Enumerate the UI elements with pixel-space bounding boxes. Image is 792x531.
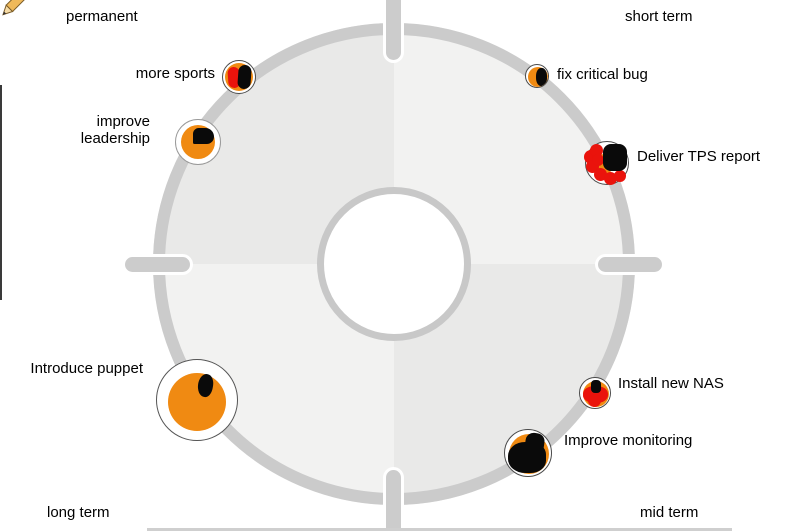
- goal-label-deliver-tps-report[interactable]: Deliver TPS report: [637, 148, 761, 165]
- pencil-icon: [2, 0, 26, 16]
- goal-badge-improve-monitoring[interactable]: [504, 429, 552, 477]
- goal-label-introduce-puppet[interactable]: Introduce puppet: [30, 360, 143, 377]
- orange-marker-icon: [168, 373, 226, 431]
- wheel-center-hub: [317, 187, 471, 341]
- red-scribble-icon: [594, 168, 607, 181]
- spoke-bottom: [386, 470, 401, 531]
- red-scribble-icon: [604, 172, 617, 185]
- quadrant-label-permanent: permanent: [66, 8, 138, 25]
- goal-badge-improve-leadership[interactable]: [175, 119, 221, 165]
- goal-label-install-new-nas[interactable]: Install new NAS: [618, 375, 724, 392]
- canvas-left-edge: [0, 85, 2, 300]
- spoke-left: [125, 257, 190, 272]
- goal-label-more-sports[interactable]: more sports: [135, 65, 215, 82]
- quadrant-label-short-term: short term: [625, 8, 693, 25]
- goal-label-improve-monitoring[interactable]: Improve monitoring: [564, 432, 693, 449]
- goal-label-fix-critical-bug[interactable]: fix critical bug: [557, 66, 648, 83]
- red-scribble-icon: [588, 394, 601, 407]
- red-scribble-icon: [614, 170, 626, 182]
- canvas-bottom-edge: [147, 528, 732, 531]
- quadrant-label-long-term: long term: [47, 504, 110, 521]
- red-scribble-icon: [590, 144, 603, 157]
- goal-badge-more-sports[interactable]: [222, 60, 256, 94]
- goal-label-improve-leadership[interactable]: improve leadership: [80, 113, 150, 147]
- spoke-right: [598, 257, 662, 272]
- black-scribble-icon: [591, 380, 601, 393]
- red-scribble-icon: [592, 154, 604, 166]
- quadrant-label-mid-term: mid term: [640, 504, 699, 521]
- spoke-top: [386, 0, 401, 60]
- goal-badge-install-new-nas[interactable]: [579, 377, 611, 409]
- goal-badge-deliver-tps-report[interactable]: [584, 141, 629, 185]
- black-scribble-icon: [536, 68, 547, 86]
- black-scribble-icon: [193, 128, 214, 144]
- goal-badge-fix-critical-bug[interactable]: [525, 64, 549, 88]
- goal-badge-introduce-puppet[interactable]: [156, 359, 238, 441]
- black-scribble-icon: [603, 144, 627, 171]
- black-scribble-icon: [237, 64, 252, 90]
